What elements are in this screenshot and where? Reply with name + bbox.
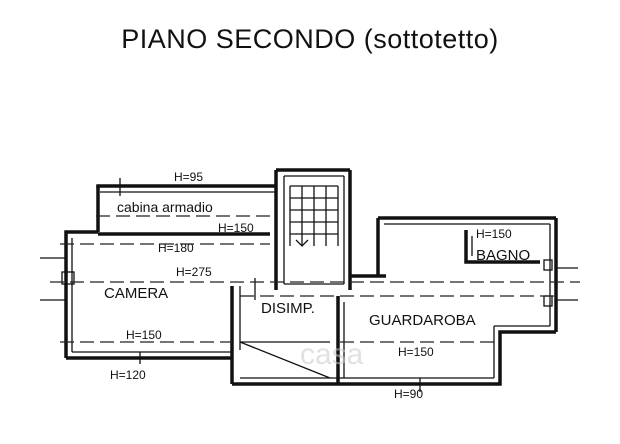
- height-label-275: H=275: [176, 265, 212, 279]
- room-guardaroba: GUARDAROBA: [369, 312, 476, 329]
- walls-right-block: [232, 216, 578, 386]
- plan-title: PIANO SECONDO (sottotetto): [121, 24, 499, 54]
- walls-left-block: [40, 184, 275, 384]
- height-label-90: H=90: [394, 387, 423, 401]
- height-label-150-bagno: H=150: [476, 227, 512, 241]
- room-bagno: BAGNO: [476, 247, 530, 264]
- height-lines: [50, 215, 580, 343]
- room-cabina-armadio: cabina armadio: [117, 199, 213, 215]
- height-label-180: H=180: [158, 241, 194, 255]
- height-label-95: H=95: [174, 170, 203, 184]
- height-label-150-cabina: H=150: [218, 221, 254, 235]
- room-disimpegno: DISIMP.: [261, 300, 315, 317]
- height-label-150-camera: H=150: [126, 328, 162, 342]
- watermark-logo: casa: [300, 338, 364, 371]
- room-camera: CAMERA: [104, 285, 168, 302]
- height-label-150-guardaroba: H=150: [398, 345, 434, 359]
- height-label-120: H=120: [110, 368, 146, 382]
- stair-core: [274, 168, 352, 290]
- tick-marks: [119, 178, 421, 392]
